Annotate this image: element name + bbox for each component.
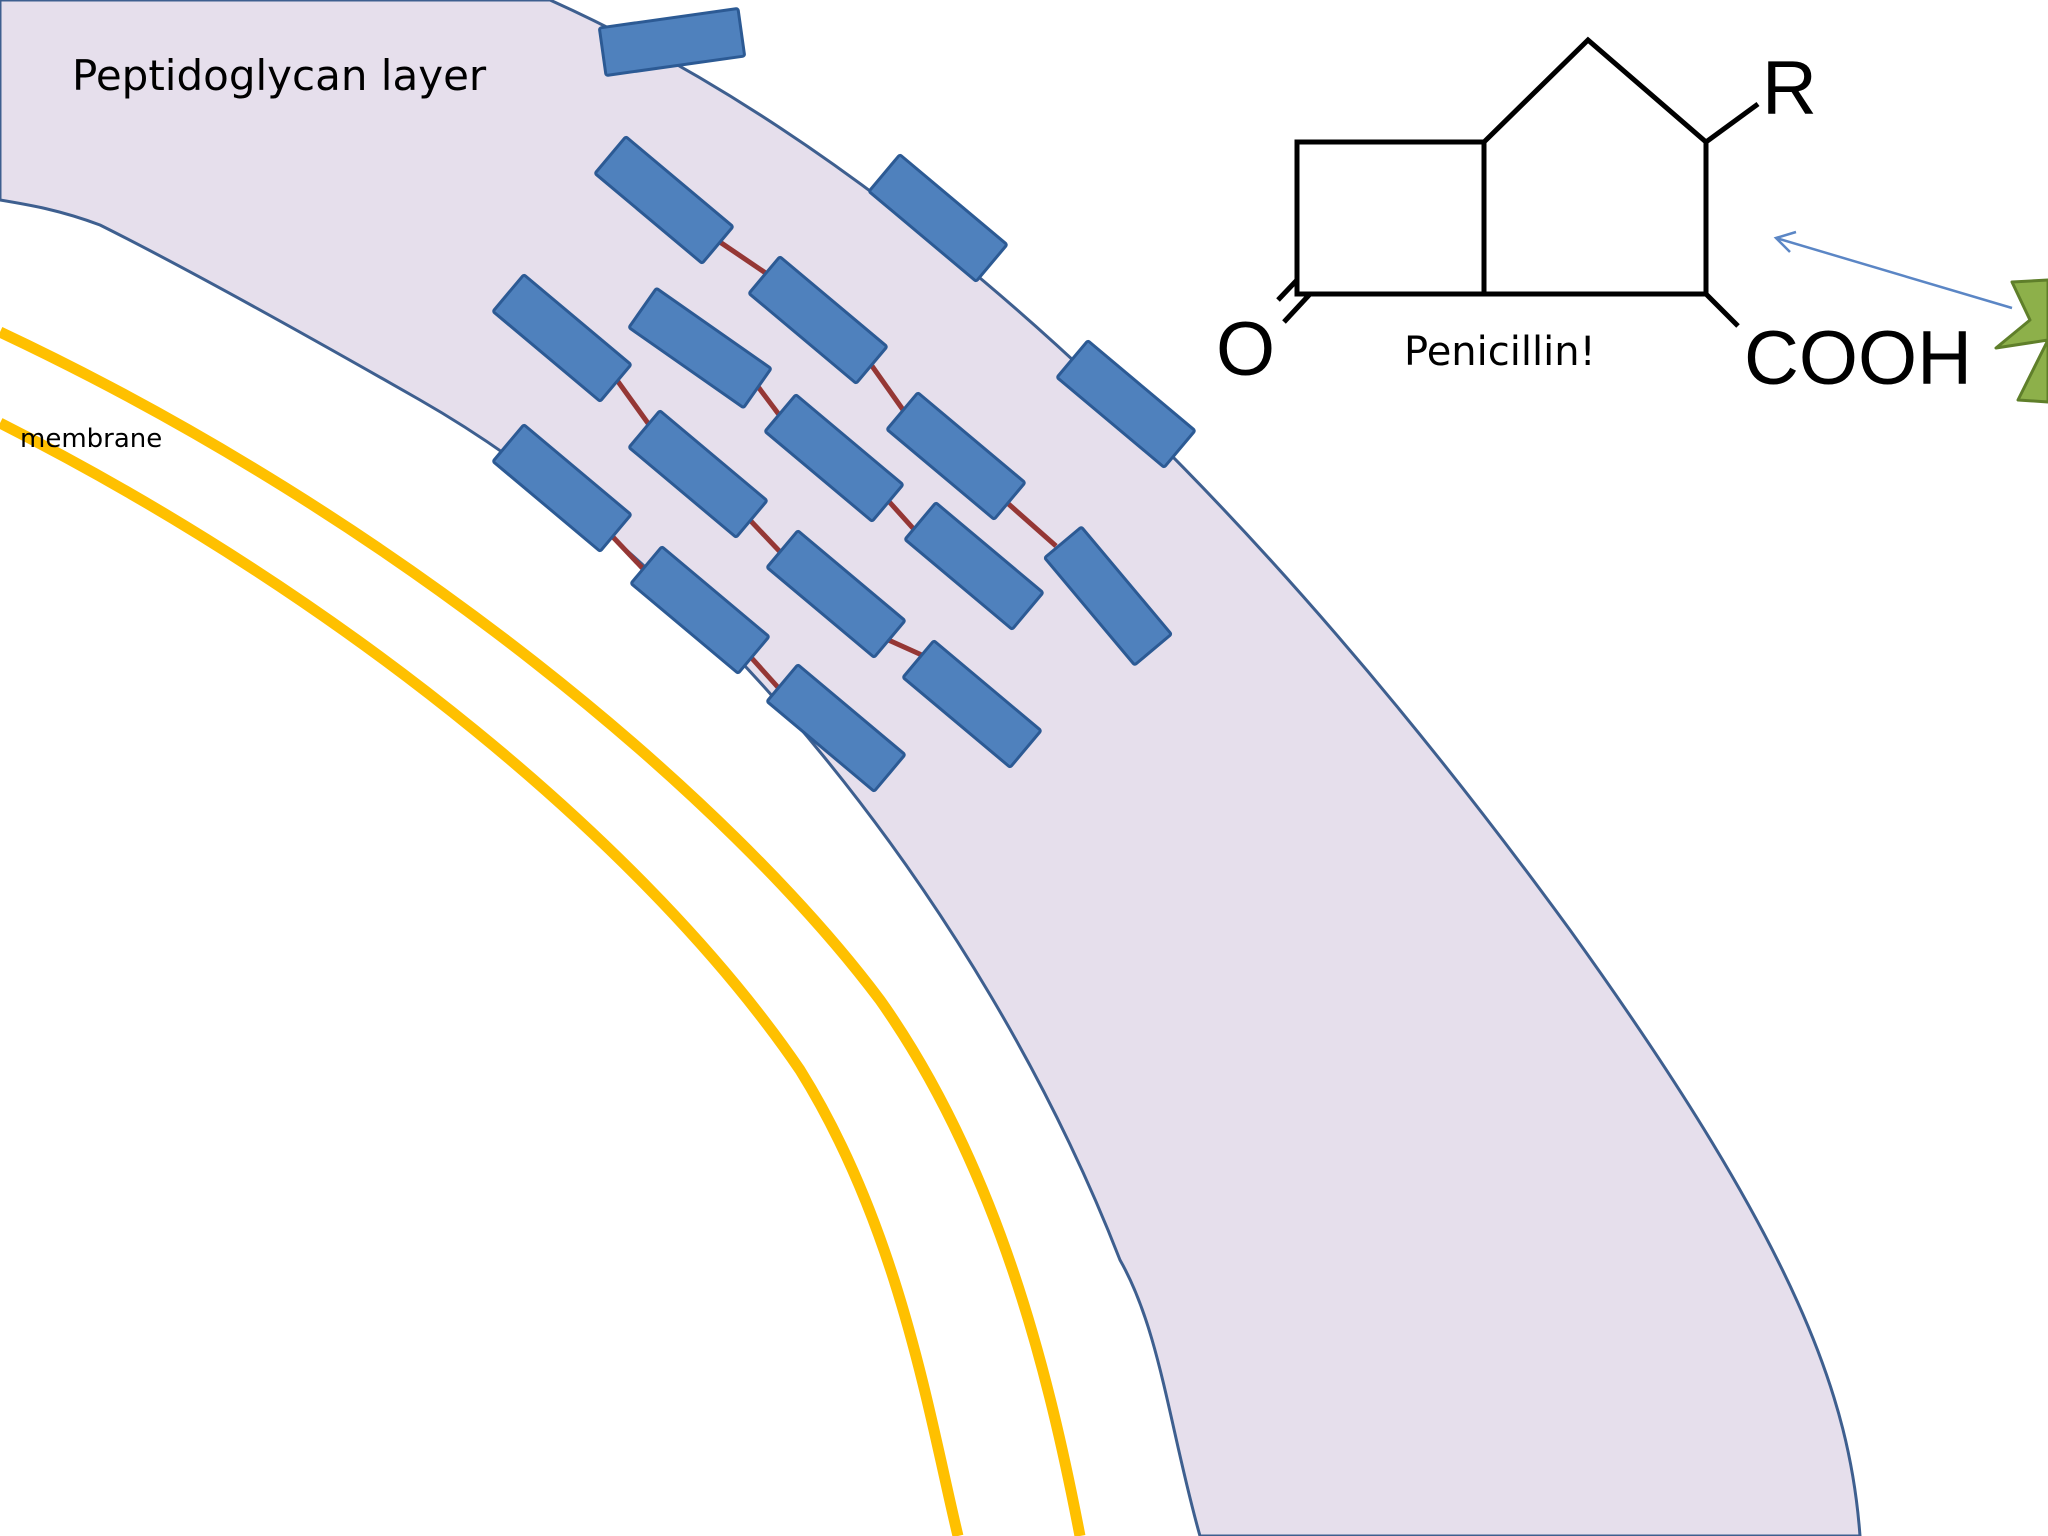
crosslink <box>882 635 926 659</box>
peptidoglycan-layer-label: Peptidoglycan layer <box>72 51 487 100</box>
beta-lactam-ring <box>1294 139 1487 297</box>
arrow-head-icon <box>1773 230 1797 253</box>
membrane-line-outer <box>0 327 1086 1536</box>
crosslink <box>712 235 772 279</box>
arrow <box>1773 230 2013 310</box>
penicillin-label: Penicillin! <box>1404 329 1596 375</box>
sugar-unit <box>766 529 906 659</box>
crosslink <box>746 516 786 558</box>
r-group-bond <box>1704 101 1760 145</box>
enzyme-starburst-icon <box>1994 278 2048 404</box>
r-group-label: R <box>1762 46 1817 131</box>
crosslink <box>610 534 650 576</box>
oxygen-label: O <box>1216 307 1275 392</box>
carbonyl-bond <box>1282 292 1312 324</box>
sugar-unit <box>902 639 1042 769</box>
sugar-unit <box>492 273 632 403</box>
sugar-unit <box>628 287 772 409</box>
sugar-unit <box>764 393 904 523</box>
sugar-unit <box>904 501 1044 631</box>
peptidoglycan-band <box>0 0 1862 1536</box>
sugar-unit <box>628 409 768 539</box>
sugar-unit <box>748 255 888 385</box>
sugar-unit <box>492 423 632 553</box>
crosslink <box>869 364 909 416</box>
sugar-unit <box>766 663 906 793</box>
penicillin-structure <box>1276 36 1760 328</box>
sugar-unit <box>1056 339 1196 469</box>
sugar-unit <box>1043 526 1173 666</box>
sugar-unit <box>630 545 770 675</box>
arrow-shaft <box>1775 236 2013 310</box>
crosslink <box>1002 498 1058 548</box>
thiazolidine-ring <box>1481 36 1709 297</box>
sugar-unit <box>886 391 1026 521</box>
carboxyl-bond <box>1704 292 1740 328</box>
sugar-unit <box>868 153 1008 283</box>
sugar-units <box>492 7 1196 793</box>
sugar-unit <box>594 135 734 265</box>
crosslink <box>611 374 653 428</box>
carboxyl-label: COOH <box>1744 316 1972 401</box>
carbonyl-bond <box>1276 278 1299 302</box>
membrane-label: membrane <box>20 424 162 454</box>
membrane-line-inner <box>0 418 964 1536</box>
sugar-unit <box>598 7 746 77</box>
